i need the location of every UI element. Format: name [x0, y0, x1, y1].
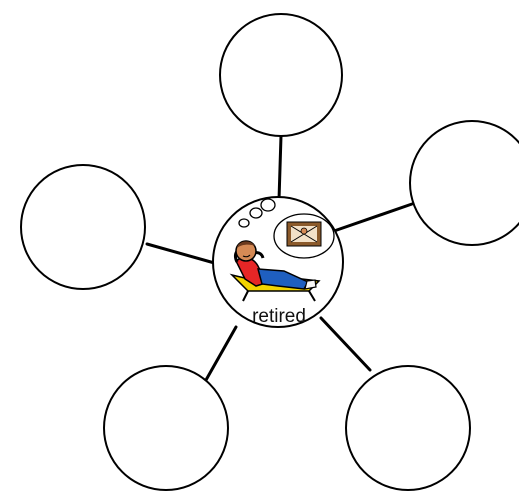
retired-person-relaxing-icon: [229, 198, 335, 302]
outer-node-top: [219, 13, 343, 137]
outer-node-upper-right: [409, 120, 519, 246]
outer-node-lower-right: [345, 365, 471, 491]
center-node: retired: [212, 196, 344, 328]
connector-upper-left: [145, 242, 220, 266]
connector-lower-right: [319, 316, 372, 372]
connector-top: [277, 134, 283, 202]
center-label: retired: [252, 306, 306, 327]
outer-node-upper-left: [20, 164, 146, 290]
connector-lower-left: [204, 325, 238, 382]
outer-node-lower-left: [103, 365, 229, 491]
connector-upper-right: [332, 202, 414, 233]
